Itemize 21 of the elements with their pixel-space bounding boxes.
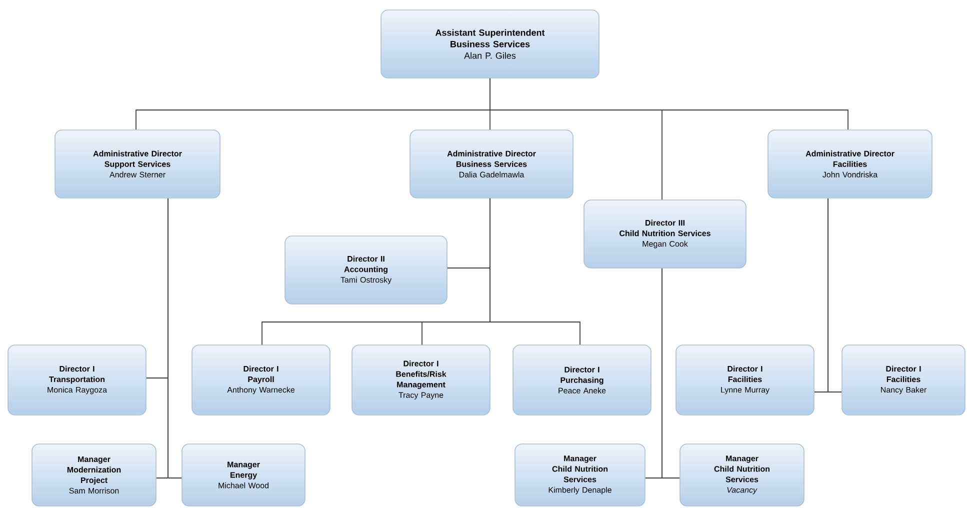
position-box: Director II Accounting Tami Ostrosky <box>284 236 448 304</box>
position-box: Director III Child Nutrition Services Megan Cook <box>584 200 746 268</box>
position-box: Assistant Superintendent Business Services Alan P. Giles <box>380 10 600 78</box>
position-box: Manager Modernization Project Sam Morrison <box>32 444 156 506</box>
position-box: Administrative Director Facilities John Vondriska <box>768 130 932 198</box>
position-box: Administrative Director Support Services Andrew Sterner <box>54 130 220 198</box>
connector-line <box>490 78 848 130</box>
connector-line <box>662 268 680 478</box>
position-box: Director I Purchasing Peace Aneke <box>512 344 652 416</box>
position-box: Manager Child Nutrition Services Vacancy <box>680 444 804 506</box>
position-box: Director I Transportation Monica Raygoza <box>8 344 146 416</box>
position-box: Manager Energy Michael Wood <box>182 444 306 506</box>
position-box: Director I Facilities Nancy Baker <box>842 344 966 416</box>
position-box: Director I Facilities Lynne Murray <box>676 344 814 416</box>
connector-line <box>490 198 580 346</box>
position-box: Administrative Director Business Services Dalia Gadelmawla <box>410 130 574 198</box>
position-box: Director I Benefits/Risk Management Tracy Payne <box>352 344 490 416</box>
connector-line <box>168 198 182 478</box>
connector-line <box>828 198 842 392</box>
position-box: Manager Child Nutrition Services Kimberly Denaple <box>514 444 646 506</box>
position-box: Director I Payroll Anthony Warnecke <box>192 344 330 416</box>
